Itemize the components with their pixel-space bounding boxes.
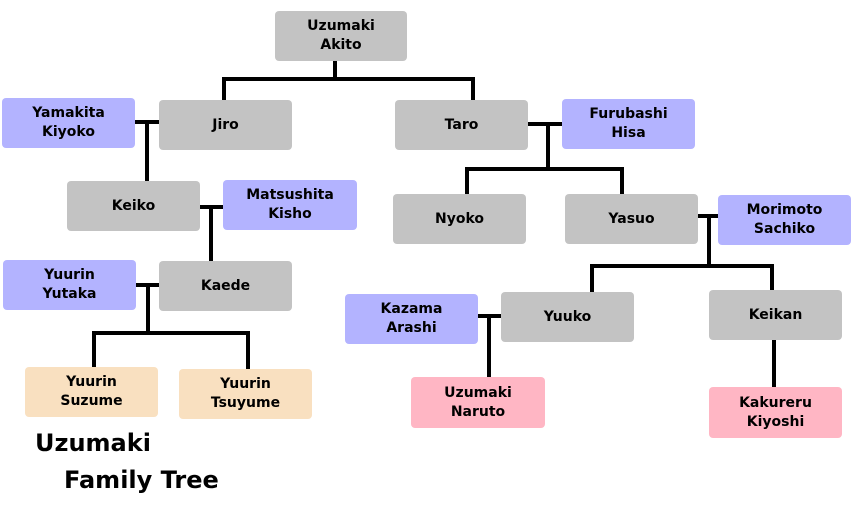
node-name-line1: Yasuo [608,210,655,227]
node-name-line1: Keiko [111,197,156,214]
node-name-line1: Nyoko [434,210,484,227]
node-name-line1: Furubashi [589,106,668,122]
node-name-line2: Kiyoshi [746,413,805,430]
diagram-title-line1: Uzumaki [35,429,151,457]
node-name-line1: Matsushita [246,187,334,203]
node-name-line2: Kisho [268,206,312,222]
node-name-line1: Morimoto [746,202,823,218]
node-name-line1: Uzumaki [307,18,375,34]
node-name-line1: Yuurin [44,267,95,283]
node-name-line2: Naruto [450,403,506,420]
node-name-line2: Tsuyume [210,395,281,411]
node-name-line2: Sachiko [753,221,816,237]
node-name-line2: Arashi [386,320,437,336]
node-name-line1: Kaede [200,277,251,294]
node-keikan: Keikan [709,290,842,340]
node-name-line2: Yutaka [42,286,97,302]
node-name-line2: Akito [320,37,362,53]
node-nyoko: Nyoko [393,194,526,244]
node-name-line2: Hisa [611,125,646,141]
node-name-line1: Yuurin [220,376,271,392]
node-name-line1: Taro [444,116,479,133]
node-keiko: Keiko [67,181,200,231]
node-kaede: Kaede [159,261,292,311]
node-yuuko: Yuuko [501,292,634,342]
node-name-line1: Kazama [380,301,443,317]
node-taro: Taro [395,100,528,150]
node-name-line1: Yamakita [32,105,105,121]
node-name-line1: Jiro [212,116,239,133]
node-name-line1: Yuurin [66,374,117,390]
node-yasuo: Yasuo [565,194,698,244]
node-name-line1: Keikan [748,306,803,323]
node-name-line1: Yuuko [543,308,592,325]
diagram-title-line2: Family Tree [64,466,219,494]
node-name-line2: Kiyoko [42,124,95,140]
node-jiro: Jiro [159,100,292,150]
node-name-line1: Uzumaki [444,384,512,401]
node-name-line1: Kakureru [739,394,812,411]
node-name-line2: Suzume [60,393,123,409]
